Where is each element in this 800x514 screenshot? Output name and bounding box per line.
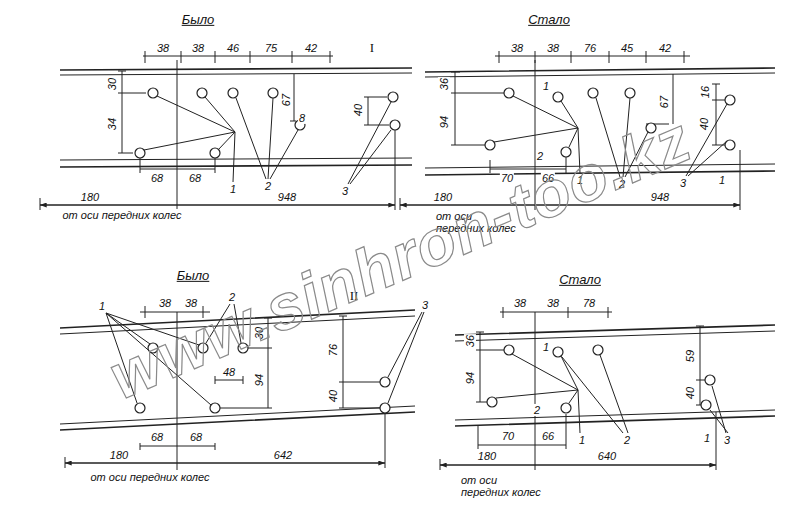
dimension-label: 42 (658, 42, 672, 54)
dimension-label: 42 (304, 42, 318, 54)
dimension-label: 70 (501, 430, 515, 442)
callout-number: 1 (578, 434, 586, 446)
dimension-label: 66 (541, 430, 555, 442)
dimension-label: 30 (106, 77, 118, 91)
dimension-label: 94 (253, 373, 265, 387)
callout-number: 1 (98, 300, 106, 312)
view-heading: Было (176, 269, 211, 283)
dimension-label: 40 (684, 386, 696, 400)
dimension-label: 38 (156, 42, 170, 54)
dimension-label: 40 (698, 117, 710, 131)
dimension-label: 38 (513, 297, 527, 309)
reference-note: от оси передних колес (90, 471, 211, 483)
dimension-label: 76 (583, 42, 597, 54)
dimension-label: 180 (109, 449, 129, 461)
dimension-label: 94 (438, 115, 450, 129)
callout-number: 3 (421, 299, 429, 311)
dimension-label: 38 (510, 42, 524, 54)
dimension-label: 8 (298, 112, 306, 124)
dimension-label: 642 (273, 449, 293, 461)
dimension-label: 68 (188, 172, 202, 184)
dimension-label: 75 (264, 42, 278, 54)
callout-number: 1 (542, 341, 550, 353)
watermark: www.sinhron-too.kz (98, 103, 701, 412)
dimension-label: 36 (438, 77, 450, 91)
dimension-label: 38 (158, 297, 172, 309)
dimension-label: 34 (106, 117, 118, 131)
reference-note: от оси передних колес (62, 209, 183, 221)
dimension-label: 948 (277, 191, 297, 203)
dimension-label: 180 (477, 450, 497, 462)
view-heading: Стало (558, 273, 602, 287)
callout-number: 1 (718, 174, 726, 186)
view-heading: Было (181, 13, 216, 27)
callout-number: 1 (229, 183, 237, 195)
dimension-label: 40 (327, 389, 339, 403)
callout-number: 2 (623, 434, 631, 446)
dimension-label: 45 (620, 42, 634, 54)
dimension-label: 68 (189, 431, 203, 443)
callout-number: 2 (264, 180, 272, 192)
callout-number: 1 (542, 80, 550, 92)
dimension-label: 16 (699, 85, 711, 99)
dimension-label: 67 (280, 93, 292, 107)
dimension-label: 59 (684, 349, 696, 363)
callout-number: 1 (703, 432, 711, 444)
dimension-label: 948 (650, 191, 670, 203)
dimension-label: 180 (80, 191, 100, 203)
callout-number: 3 (723, 434, 731, 446)
callout-number: 2 (533, 404, 541, 416)
dimension-label: 38 (546, 297, 560, 309)
dimension-label: 76 (327, 343, 339, 357)
dimension-label: 38 (546, 42, 560, 54)
dimension-label: 78 (582, 297, 596, 309)
dimension-label: 36 (464, 334, 476, 348)
dimension-label: 640 (597, 450, 617, 462)
reference-note: от оси передних колес (460, 474, 546, 498)
dimension-label: 94 (464, 371, 476, 385)
dimension-label: 68 (150, 172, 164, 184)
callout-number: 3 (679, 177, 687, 189)
dimension-label: 38 (191, 42, 205, 54)
dimension-label: 68 (150, 431, 164, 443)
callout-number: 3 (341, 185, 349, 197)
section-number: I (369, 41, 375, 55)
view-heading: Стало (527, 13, 571, 27)
dimension-label: 46 (226, 42, 240, 54)
dimension-label: 40 (352, 103, 364, 117)
